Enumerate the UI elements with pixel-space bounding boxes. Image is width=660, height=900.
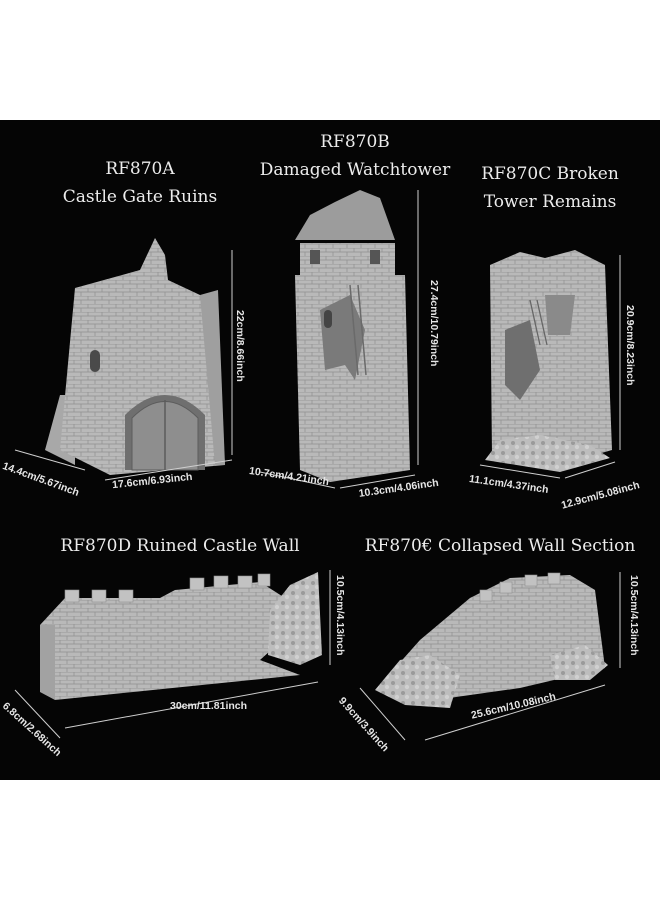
title-rf870c-name: Tower Remains — [483, 192, 617, 212]
title-rf870d-name: RF870D Ruined Castle Wall — [60, 536, 300, 556]
title-rf870e-name: RF870€ Collapsed Wall Section — [364, 536, 636, 556]
title-rf870e: RF870€ Collapsed Wall Section — [355, 532, 645, 560]
title-rf870c-code: RF870C Broken — [481, 164, 619, 184]
title-rf870c: RF870C Broken Tower Remains — [460, 160, 640, 216]
dim-rf870a-height: 22cm/8.66inch — [234, 310, 246, 382]
dim-rf870e-height: 10.5cm/4.13inch — [628, 575, 640, 656]
model-castle-gate-ruins — [45, 238, 225, 475]
title-rf870b-code: RF870B — [320, 132, 390, 152]
dims-rf870d — [14, 570, 331, 739]
title-rf870a-code: RF870A — [105, 159, 175, 179]
product-image-panel: RF870A Castle Gate Ruins RF870B Damaged … — [0, 120, 660, 780]
dim-rf870d-height: 10.5cm/4.13inch — [334, 575, 346, 656]
dim-rf870c-height: 20.9cm/8.23inch — [624, 305, 636, 386]
models-illustration — [14, 190, 621, 741]
dim-rf870b-height: 27.4cm/10.79inch — [428, 280, 440, 367]
title-rf870a: RF870A Castle Gate Ruins — [50, 155, 230, 211]
model-broken-tower-remains — [485, 250, 612, 472]
model-collapsed-wall — [375, 572, 608, 708]
dims-rf870c — [479, 255, 621, 479]
dims-rf870b — [259, 190, 419, 489]
dim-rf870d-length: 30cm/11.81inch — [170, 700, 248, 712]
title-rf870b-name: Damaged Watchtower — [259, 160, 451, 180]
title-rf870b: RF870B Damaged Watchtower — [255, 128, 455, 184]
dims-rf870a — [14, 250, 233, 481]
model-ruined-castle-wall — [40, 572, 322, 700]
model-damaged-watchtower — [295, 190, 410, 482]
dims-rf870e — [359, 572, 621, 741]
title-rf870a-name: Castle Gate Ruins — [62, 187, 218, 207]
title-rf870d: RF870D Ruined Castle Wall — [40, 532, 320, 560]
